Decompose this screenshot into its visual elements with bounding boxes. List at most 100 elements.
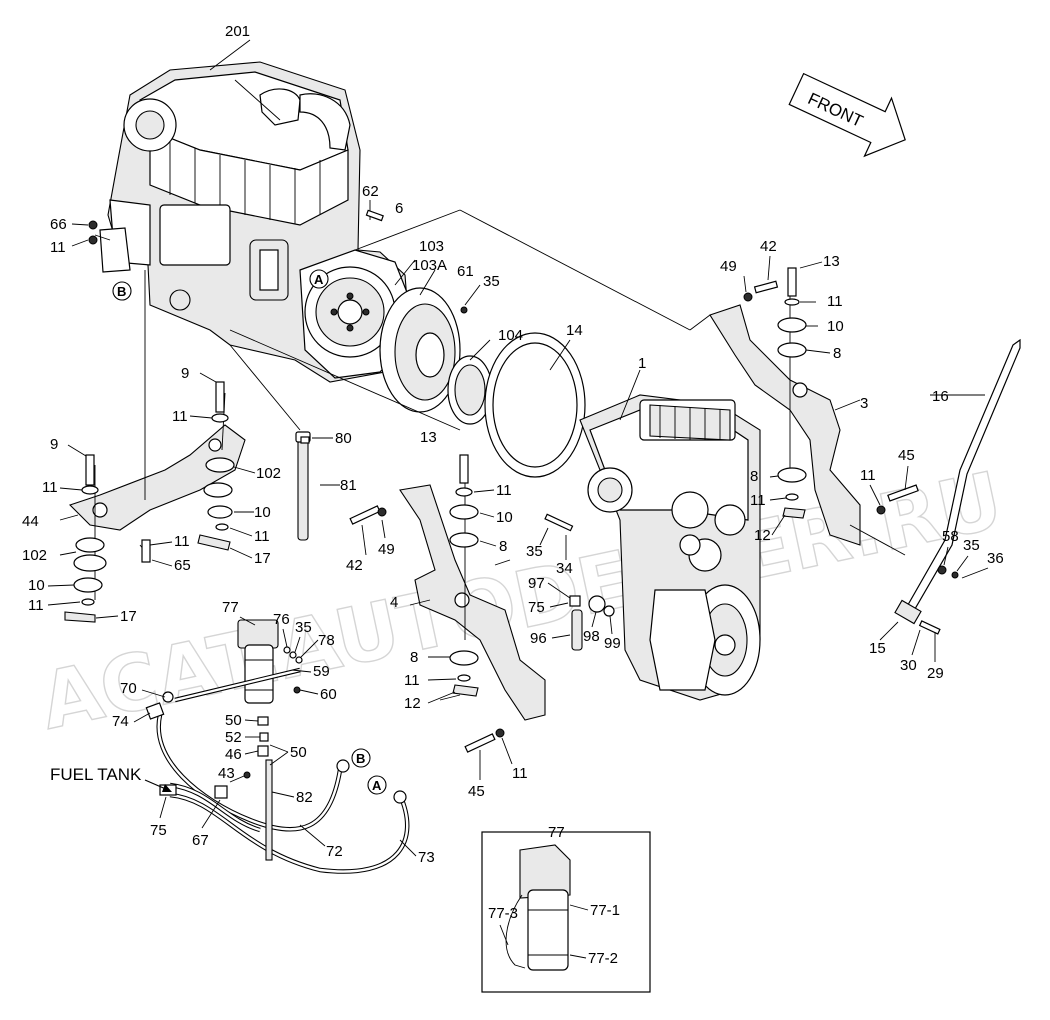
callout-35: 35 [295,619,312,636]
bracket-44-hole [92,502,108,518]
filter-detail-inset-frame [481,831,651,993]
callout-104: 104 [498,327,523,344]
callout-30: 30 [900,657,917,674]
callout-42: 42 [346,557,363,574]
ref-b-engine: B [112,281,132,301]
bracket-44-hole-2 [208,438,222,452]
callout-8: 8 [499,538,507,555]
callout-77-detail: 77 [548,824,565,841]
callout-45: 45 [898,447,915,464]
callout-70: 70 [120,680,137,697]
callout-99: 99 [604,635,621,652]
bracket-4-hole [454,592,470,608]
dipstick-bracket-15 [894,599,922,625]
callout-60: 60 [320,686,337,703]
pipe-96 [571,609,583,651]
callout-35: 35 [483,273,500,290]
callout-103a: 103A [412,257,447,274]
callout-11: 11 [254,528,270,545]
callout-8: 8 [833,345,841,362]
callout-3: 3 [860,395,868,412]
callout-1: 1 [638,355,646,372]
callout-13: 13 [823,253,840,270]
callout-leaders [47,223,989,959]
callout-35: 35 [963,537,980,554]
callout-102: 102 [22,547,47,564]
callout-9: 9 [50,436,58,453]
callout-11: 11 [404,672,420,689]
callout-labels: 201 66 11 62 6 103 103A 61 35 104 14 1 4… [22,23,1004,967]
bracket-44 [68,424,246,531]
callout-14: 14 [566,322,583,339]
ref-a-engine: A [309,269,329,289]
engine-cylinder-ribs [169,140,321,224]
callout-11: 11 [172,408,188,425]
callout-50: 50 [290,744,307,761]
callout-43: 43 [218,765,235,782]
callout-50: 50 [225,712,242,729]
ref-b-hose-label: B [356,751,365,766]
callout-72: 72 [326,843,343,860]
callout-10: 10 [496,509,513,526]
callout-80: 80 [335,430,352,447]
callout-59: 59 [313,663,330,680]
callout-17: 17 [254,550,271,567]
fasteners [64,209,959,804]
callout-103: 103 [419,238,444,255]
callout-10: 10 [254,504,271,521]
callout-11: 11 [860,467,876,484]
bracket-3-hole [792,382,808,398]
fitting-98 [588,595,606,613]
callout-13: 13 [420,429,437,446]
callout-42: 42 [760,238,777,255]
ref-a-hose: A [367,775,387,795]
callout-11: 11 [512,765,528,782]
callout-12: 12 [404,695,421,712]
callout-98: 98 [583,628,600,645]
callout-29: 29 [927,665,944,682]
callout-201: 201 [225,23,250,40]
ref-a-engine-label: A [314,272,324,287]
callout-9: 9 [181,365,189,382]
ring-104-inner [454,364,486,416]
callout-67: 67 [192,832,209,849]
callout-35: 35 [526,543,543,560]
callout-81: 81 [340,477,357,494]
callout-10: 10 [827,318,844,335]
callout-49: 49 [720,258,737,275]
fuel-filter-77 [237,619,279,704]
callout-77-1: 77-1 [590,902,620,919]
callout-45: 45 [468,783,485,800]
callout-12: 12 [754,527,771,544]
callout-8: 8 [750,468,758,485]
callout-49: 49 [378,541,395,558]
callout-17: 17 [120,608,137,625]
callout-46: 46 [225,746,242,763]
ref-b-hose: B [351,748,371,768]
callout-11: 11 [496,482,512,499]
drive-plate [379,287,461,413]
callout-11: 11 [750,492,766,509]
callout-75: 75 [150,822,167,839]
callout-8: 8 [410,649,418,666]
callout-82: 82 [296,789,313,806]
filter-detail-77 [505,844,571,971]
callout-11: 11 [28,597,44,614]
transmission-assembly [579,394,761,701]
callout-78: 78 [318,632,335,649]
callout-62: 62 [362,183,379,200]
callout-15: 15 [869,640,886,657]
ring-14-inner [492,342,578,468]
callout-75: 75 [528,599,545,616]
callout-97: 97 [528,575,545,592]
callout-102: 102 [256,465,281,482]
callout-10: 10 [28,577,45,594]
bracket-3 [709,304,861,546]
front-direction-arrow: FRONT [788,72,906,158]
callout-11: 11 [42,479,58,496]
callout-74: 74 [112,713,129,730]
callout-61: 61 [457,263,474,280]
ref-a-hose-label: A [372,778,382,793]
